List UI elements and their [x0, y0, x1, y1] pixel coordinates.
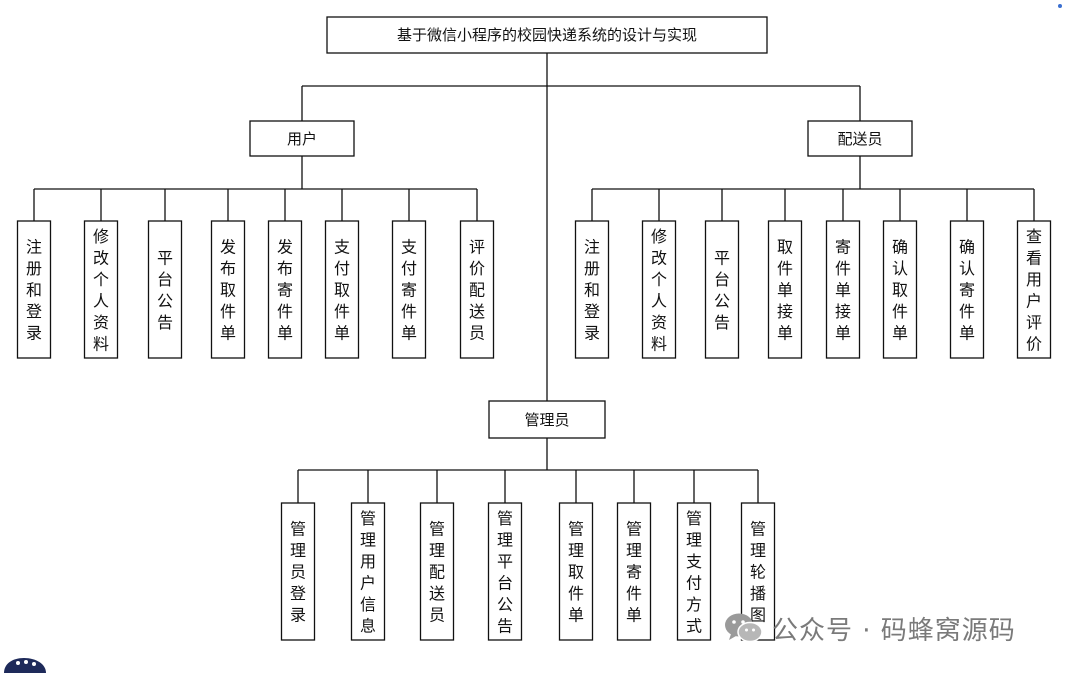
- watermark: 公众号 · 码蜂窝源码: [722, 608, 1016, 648]
- leaf-label: 发布寄件单: [277, 238, 293, 343]
- leaf-label: 管理配送员: [429, 520, 445, 625]
- leaf-label: 注册和登录: [26, 238, 42, 343]
- leaf-node-user: 评价配送员: [459, 220, 495, 359]
- leaf-label: 管理取件单: [568, 520, 584, 625]
- group-node-admin: 管理员: [488, 400, 606, 439]
- leaf-label: 管理用户信息: [360, 509, 376, 636]
- leaf-node-admin: 管理配送员: [419, 502, 455, 641]
- leaf-node-courier: 确认寄件单: [949, 220, 985, 359]
- leaf-label: 查看用户评价: [1026, 227, 1042, 354]
- leaf-node-user: 支付取件单: [324, 220, 360, 359]
- leaf-label: 注册和登录: [584, 238, 600, 343]
- leaf-label: 管理平台公告: [497, 509, 513, 636]
- group-node-courier: 配送员: [807, 120, 913, 157]
- leaf-node-courier: 寄件单接单: [825, 220, 861, 359]
- leaf-label: 评价配送员: [469, 238, 485, 343]
- leaf-node-admin: 管理平台公告: [487, 502, 523, 641]
- leaf-node-admin: 管理员登录: [280, 502, 316, 641]
- group-node-user: 用户: [249, 120, 355, 157]
- corner-dot: [1058, 4, 1062, 8]
- leaf-node-courier: 平台公告: [704, 220, 740, 359]
- leaf-label: 发布取件单: [220, 238, 236, 343]
- leaf-node-user: 支付寄件单: [391, 220, 427, 359]
- leaf-node-courier: 查看用户评价: [1016, 220, 1052, 359]
- leaf-label: 取件单接单: [777, 238, 793, 343]
- leaf-label: 修改个人资料: [93, 227, 109, 354]
- leaf-label: 管理寄件单: [626, 520, 642, 625]
- leaf-label: 支付寄件单: [401, 238, 417, 343]
- watermark-text: 公众号 · 码蜂窝源码: [772, 615, 1016, 646]
- leaf-node-admin: 管理取件单: [558, 502, 594, 641]
- leaf-node-admin: 管理支付方式: [676, 502, 712, 641]
- leaf-label: 确认取件单: [892, 238, 908, 343]
- group-label-admin: 管理员: [524, 411, 569, 429]
- leaf-label: 支付取件单: [334, 238, 350, 343]
- leaf-label: 管理轮播图: [750, 520, 766, 625]
- leaf-label: 确认寄件单: [959, 238, 975, 343]
- wechat-icon: [725, 613, 763, 643]
- group-label-user: 用户: [287, 130, 317, 148]
- leaf-node-user: 修改个人资料: [83, 220, 119, 359]
- leaf-label: 平台公告: [714, 248, 730, 332]
- leaf-node-user: 发布寄件单: [267, 220, 303, 359]
- leaf-label: 修改个人资料: [651, 227, 667, 354]
- connector-lines: [33, 53, 1035, 503]
- leaf-label: 管理支付方式: [686, 509, 702, 636]
- leaf-node-user: 发布取件单: [210, 220, 246, 359]
- leaf-node-courier: 注册和登录: [574, 220, 610, 359]
- leaf-node-courier: 修改个人资料: [641, 220, 677, 359]
- leaf-label: 平台公告: [157, 248, 173, 332]
- root-node: 基于微信小程序的校园快递系统的设计与实现: [326, 16, 768, 54]
- leaf-node-admin: 管理轮播图: [740, 502, 776, 641]
- leaf-nodes: 注册和登录 修改个人资料 平台公告 发布取件单 发布寄件单 支付取件单 支付寄件单 评价配送员…: [16, 220, 1052, 641]
- leaf-node-courier: 确认取件单: [882, 220, 918, 359]
- leaf-node-user: 注册和登录: [16, 220, 52, 359]
- group-label-courier: 配送员: [837, 130, 882, 148]
- leaf-node-user: 平台公告: [147, 220, 183, 359]
- leaf-node-admin: 管理用户信息: [350, 502, 386, 641]
- leaf-node-courier: 取件单接单: [767, 220, 803, 359]
- root-title: 基于微信小程序的校园快递系统的设计与实现: [397, 26, 697, 44]
- leaf-label: 管理员登录: [290, 520, 306, 625]
- corner-decoration: [4, 658, 46, 673]
- leaf-label: 寄件单接单: [835, 238, 851, 343]
- leaf-node-admin: 管理寄件单: [616, 502, 652, 641]
